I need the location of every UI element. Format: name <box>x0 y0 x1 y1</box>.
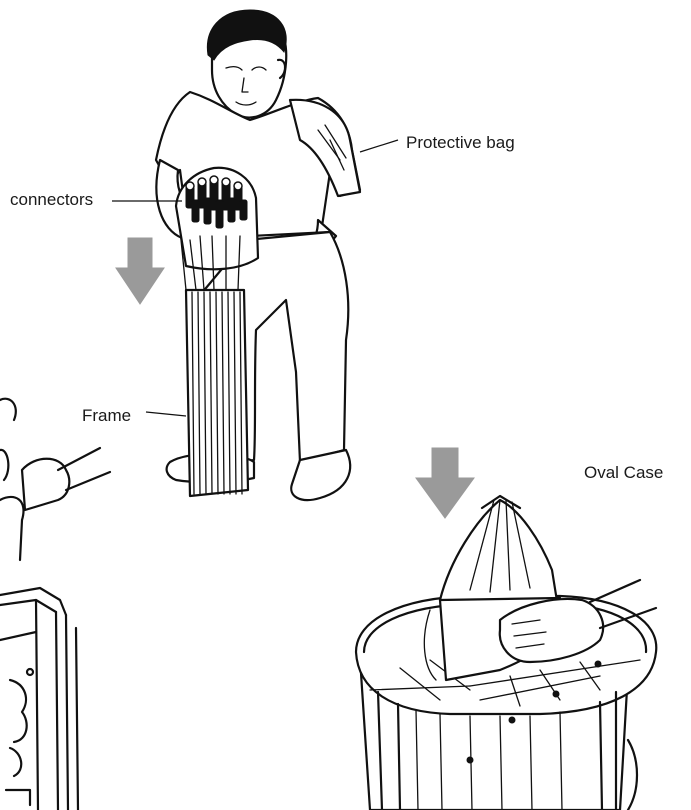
protective-bag-leader <box>360 140 398 152</box>
frame-leader <box>146 412 186 416</box>
protective-bag-label: Protective bag <box>406 133 515 153</box>
connectors-label: connectors <box>10 190 93 210</box>
oval-case-drawing <box>356 496 656 810</box>
left-case-drawing <box>0 399 110 810</box>
frame-label: Frame <box>82 406 131 426</box>
down-arrow-icon <box>416 448 474 518</box>
oval-case-label: Oval Case <box>584 463 663 483</box>
down-arrow-icon <box>116 238 164 304</box>
man-with-bundle-drawing <box>156 10 360 500</box>
